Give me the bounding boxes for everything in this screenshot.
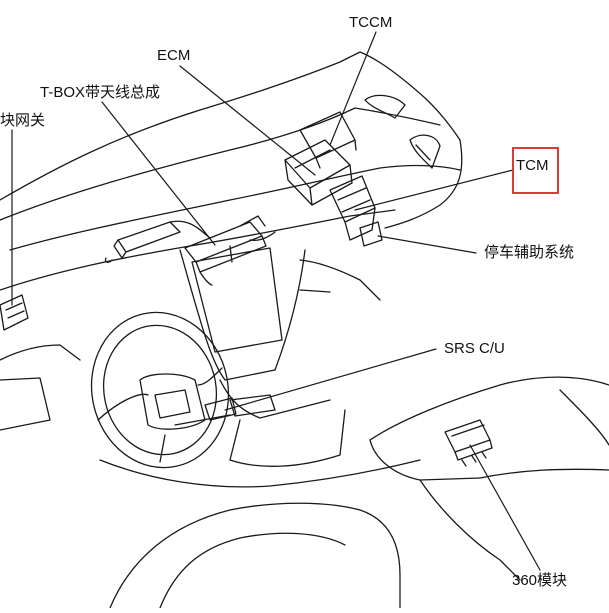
leader-srs (224, 348, 437, 411)
dashboard-top-outline (0, 51, 461, 201)
label-tccm: TCCM (349, 14, 393, 31)
steering-wheel-inner (102, 324, 218, 456)
left-vent (0, 294, 29, 331)
tbox-antenna (117, 221, 181, 253)
label-parking-assist: 停车辅助系统 (484, 244, 575, 261)
label-360-module: 360模块 (512, 572, 568, 589)
driver-seat-outline (109, 502, 401, 609)
leader-ecm (179, 65, 316, 176)
tcm-highlight-box (512, 147, 559, 194)
label-ecm: ECM (157, 47, 191, 64)
leader-tcm (354, 169, 514, 211)
parking-assist-unit (359, 221, 383, 247)
leader-parking (377, 235, 477, 254)
lower-dash (99, 459, 421, 488)
dashboard-upper-surface (0, 107, 441, 221)
passenger-seat-outline (369, 376, 609, 441)
leader-tccm (329, 31, 377, 146)
label-tcm: TCM (516, 157, 549, 174)
label-gateway: 块网关 (0, 112, 46, 129)
leader-tbox (101, 101, 216, 246)
steering-wheel-outer (90, 311, 230, 469)
right-vent (364, 94, 406, 119)
center-stack (179, 249, 306, 381)
dashboard-ridge (9, 164, 461, 251)
srs-cu-unit (204, 397, 237, 421)
label-srs-cu: SRS C/U (444, 340, 505, 357)
label-tbox: T-BOX带天线总成 (40, 84, 161, 101)
leader-360 (469, 444, 541, 571)
